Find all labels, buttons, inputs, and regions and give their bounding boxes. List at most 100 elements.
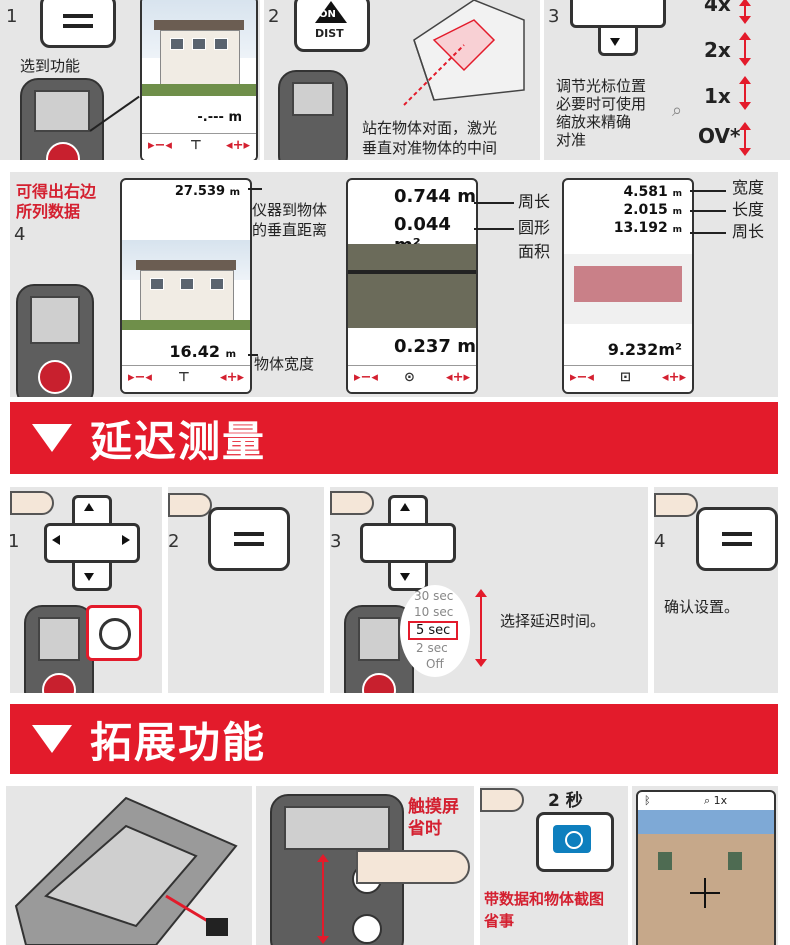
section-banner-delay: 延迟测量	[10, 402, 778, 474]
delay-panel-4: 4 确认设置。	[654, 487, 778, 693]
touch-caption-line-2: 省时	[408, 819, 442, 839]
caption: 选择延迟时间。	[500, 612, 606, 630]
rangefinder-usb-diagram	[14, 796, 238, 945]
value-length: 2.015 m	[623, 202, 682, 218]
on-label: ON	[319, 9, 336, 20]
magnifier-icon: ⌕	[672, 100, 683, 121]
bottom-value: 16.42 m	[169, 342, 236, 361]
dpad-icon	[360, 495, 456, 591]
delay-panel-3: 3 30 sec 10 sec 5 sec 2 sec Off 选择延迟时间。	[330, 487, 648, 693]
step-number: 4	[654, 531, 666, 552]
swipe-arrow-icon	[317, 854, 329, 944]
label-area-line-2: 面积	[518, 242, 551, 261]
caption: 确认设置。	[664, 598, 740, 616]
label-length: 长度	[732, 200, 765, 219]
step-number: 2	[168, 531, 180, 552]
delay-option[interactable]: Off	[426, 657, 444, 671]
caption-line-1: 调节光标位置	[556, 77, 647, 95]
zoom-ov: OV*	[698, 124, 741, 148]
screen-toolbar: ▸−◂⊡◂+▸	[564, 365, 692, 392]
value-width: 4.581 m	[623, 184, 682, 200]
touch-caption-line-1: 触摸屏	[408, 797, 459, 817]
equals-key-icon	[208, 507, 290, 571]
top-panel-2: 2 ON DIST 站在物体对面，激光 垂直对准物体的中间	[264, 0, 540, 160]
value-area: 9.232m²	[607, 340, 682, 359]
ext-panel-3: 2 秒 带数据和物体截图 省事	[480, 786, 628, 945]
label-width: 宽度	[732, 178, 765, 197]
value-diameter: 0.237 m	[394, 336, 476, 357]
triangle-down-icon	[32, 424, 72, 452]
delay-panel-1: 1	[10, 487, 162, 693]
step-number: 3	[330, 531, 342, 552]
result-screen-3: 4.581 m 2.015 m 13.192 m 9.232m² ▸−◂⊡◂+▸	[562, 178, 694, 394]
on-dist-key: ON DIST	[294, 0, 370, 52]
camera-icon[interactable]	[536, 812, 614, 872]
label-width: 物体宽度	[254, 355, 315, 373]
result-screen-1: 27.539 m 16.42 m ▸−◂⊤◂+▸	[120, 178, 252, 394]
label-perimeter: 周长	[732, 222, 765, 241]
finger-icon	[654, 493, 698, 517]
label-distance-line-2: 的垂直距离	[252, 221, 328, 239]
delay-option[interactable]: 30 sec	[414, 589, 454, 603]
bluetooth-icon: ᛒ	[644, 794, 651, 807]
delay-option[interactable]: 2 sec	[416, 641, 448, 655]
device-screen: -.--- m ▸−◂⊤◂+▸	[140, 0, 258, 160]
label-area-line-1: 圆形	[518, 218, 551, 237]
top-panel-3: 3 调节光标位置 必要时可使用 缩放来精确 对准 ⌕ 4x 2x 1x OV*	[544, 0, 790, 160]
delay-option-selected[interactable]: 5 sec	[408, 621, 459, 640]
house-laser-diagram	[403, 0, 525, 106]
rangefinder-device	[20, 78, 104, 160]
rangefinder-device	[24, 605, 94, 693]
caption-line-2: 垂直对准物体的中间	[362, 139, 498, 157]
step-number: 4	[14, 224, 26, 245]
screen-toolbar: ▸−◂⊤◂+▸	[122, 365, 250, 392]
dpad-icon	[570, 0, 666, 56]
caption-line-1: 站在物体对面，激光	[362, 119, 498, 137]
screenshot-caption-line-1: 带数据和物体截图	[484, 890, 605, 908]
finger-icon	[168, 493, 212, 517]
finger-icon	[480, 788, 524, 812]
section-title: 延迟测量	[90, 416, 267, 466]
triangle-down-icon	[32, 725, 72, 753]
step-caption: 选到功能	[20, 57, 81, 75]
results-title-line-1: 可得出右边	[16, 182, 97, 201]
step-number: 1	[10, 531, 20, 552]
step-number: 2	[268, 6, 280, 27]
result-screen-2: 0.744 m 0.044 m² 0.237 m ▸−◂⊙◂+▸	[346, 178, 478, 394]
zoom-readout: ⌕ 1x	[704, 794, 728, 807]
seconds-label: 2 秒	[548, 791, 583, 811]
top-panel-1: 1 选到功能 -.--- m ▸−◂⊤◂+▸	[0, 0, 260, 160]
screen-value: -.--- m	[197, 110, 242, 125]
rangefinder-device	[16, 284, 94, 397]
step-number: 3	[548, 6, 560, 27]
equals-key-icon	[696, 507, 778, 571]
caption-line-2: 必要时可使用	[556, 95, 647, 113]
value-perimeter: 0.744 m	[394, 186, 476, 207]
ext-panel-2: 触摸屏 省时	[256, 786, 474, 945]
delay-option[interactable]: 10 sec	[414, 605, 454, 619]
zoom-2x: 2x	[704, 38, 731, 62]
screenshot-caption-line-2: 省事	[484, 912, 515, 930]
zoom-1x: 1x	[704, 84, 731, 108]
caption-line-3: 缩放来精确	[556, 113, 632, 131]
results-title-line-2: 所列数据	[16, 202, 81, 221]
ext-panel-1	[6, 786, 252, 945]
caption-line-4: 对准	[556, 131, 587, 149]
value-perimeter: 13.192 m	[613, 220, 682, 236]
finger-icon	[330, 491, 374, 515]
equals-key-icon	[40, 0, 116, 48]
device-screen: ᛒ ⌕ 1x	[636, 790, 776, 945]
finger-icon	[10, 491, 54, 515]
top-value: 27.539 m	[174, 184, 240, 199]
rangefinder-device	[278, 70, 348, 160]
section-banner-extended: 拓展功能	[10, 704, 778, 774]
dpad-icon	[44, 495, 140, 591]
label-perimeter: 周长	[518, 192, 551, 211]
delay-options-list: 30 sec 10 sec 5 sec 2 sec Off	[400, 585, 470, 677]
finger-icon	[356, 850, 470, 884]
scroll-arrow-icon	[475, 589, 487, 667]
step-number: 1	[6, 6, 18, 27]
section-title: 拓展功能	[90, 717, 267, 767]
dist-label: DIST	[315, 27, 344, 40]
